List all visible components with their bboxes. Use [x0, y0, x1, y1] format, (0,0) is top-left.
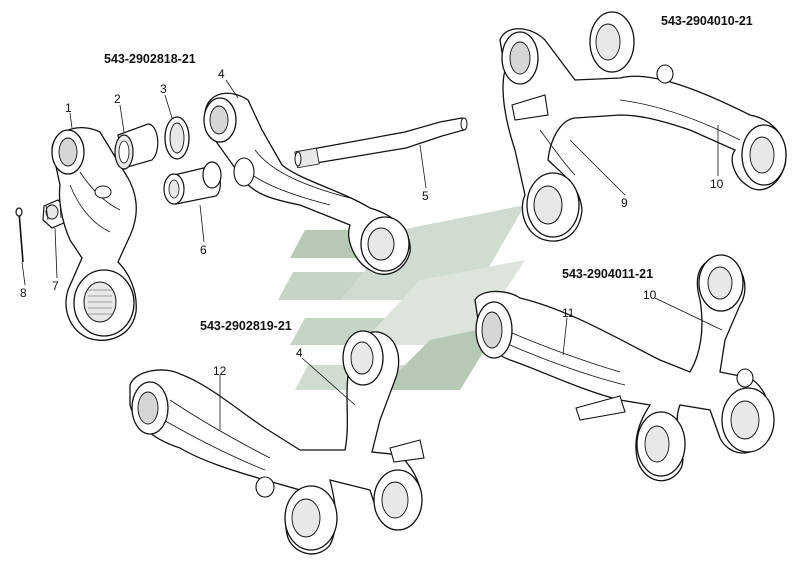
shaft-part-5 — [294, 117, 468, 169]
leader-lines — [21, 79, 723, 430]
callout-number: 1 — [65, 101, 72, 115]
callout-number: 12 — [213, 364, 227, 378]
callout-number: 10 — [643, 288, 657, 302]
callout-number: 4 — [218, 67, 225, 81]
assembly-code-label: 543-2904010-21 — [661, 14, 753, 28]
leader-line-9 — [569, 139, 626, 196]
callout-number: 10 — [710, 177, 724, 191]
assembly-code-label: 543-2902819-21 — [200, 319, 292, 333]
callout-number: 11 — [562, 306, 575, 320]
leader-line-4b — [301, 357, 356, 406]
watermark-stripe — [380, 325, 500, 390]
callout-number: 5 — [422, 189, 429, 203]
leader-line-5 — [419, 144, 427, 189]
callout-number: 2 — [114, 92, 121, 106]
assembly-code-label: 543-2904011-21 — [562, 267, 653, 281]
callout-number: 4 — [296, 346, 303, 360]
leader-line-6 — [199, 204, 205, 243]
callout-number: 3 — [160, 82, 167, 96]
leader-line-8 — [21, 261, 26, 286]
assembly-code-label: 543-2902818-21 — [104, 52, 196, 66]
leader-line-11 — [562, 317, 568, 356]
assembly-2904010 — [499, 11, 787, 242]
bushing-part-2 — [114, 123, 159, 170]
cotter-pin-part — [15, 207, 24, 263]
leader-line-1 — [69, 112, 73, 129]
assembly-2902819 — [129, 330, 425, 555]
callout-number: 8 — [20, 286, 27, 300]
pin-part-6 — [163, 161, 222, 205]
callout-number: 9 — [621, 196, 628, 210]
lever-part-1 — [51, 127, 137, 341]
seal-ring-part-3 — [164, 116, 190, 160]
leader-line-10b — [654, 297, 723, 331]
callout-number: 7 — [52, 279, 59, 293]
callout-number: 6 — [200, 243, 207, 257]
assembly-2904011 — [474, 254, 775, 482]
lever-part-4-upper — [203, 92, 411, 275]
leader-line-7 — [54, 227, 58, 279]
leader-line-4 — [225, 79, 239, 99]
leader-line-3 — [164, 94, 173, 119]
leader-line-2 — [119, 104, 125, 133]
